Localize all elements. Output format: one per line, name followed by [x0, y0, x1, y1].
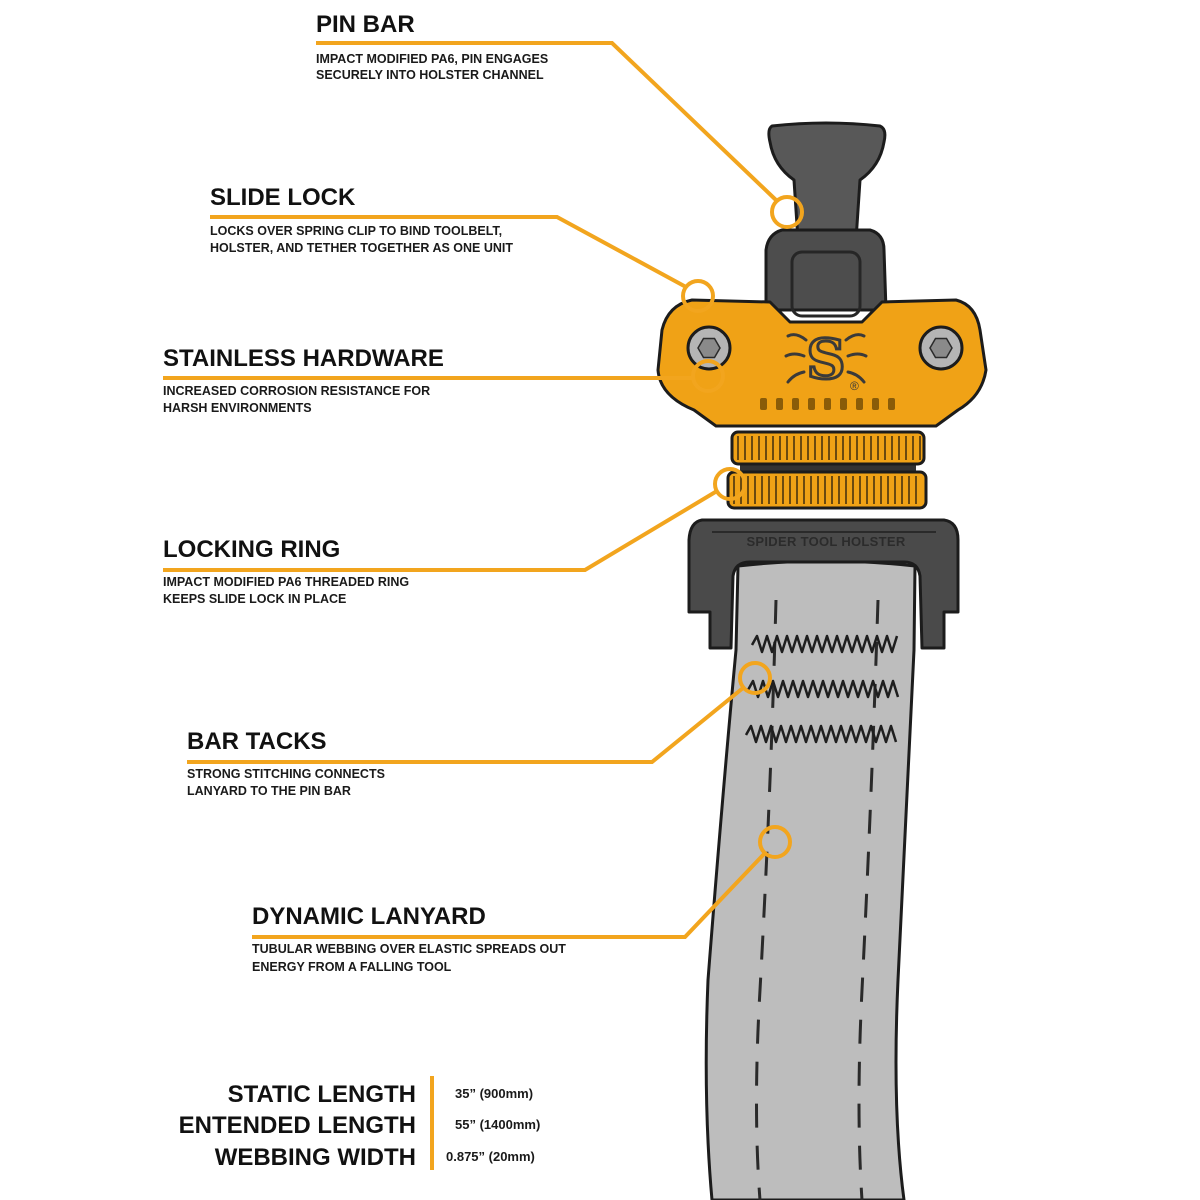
callout-desc-line: LANYARD TO THE PIN BAR	[187, 784, 351, 798]
hardware-bracket	[656, 298, 988, 428]
callout-desc-line: STRONG STITCHING CONNECTS	[187, 767, 385, 781]
callout-marker	[713, 467, 747, 501]
callout-marker	[770, 195, 804, 229]
callout-leader-line	[252, 851, 767, 939]
callout-title: BAR TACKS	[187, 728, 327, 755]
callout-desc-line: HOLSTER, AND TETHER TOGETHER AS ONE UNIT	[210, 241, 513, 255]
callout-desc-line: LOCKS OVER SPRING CLIP TO BIND TOOLBELT,	[210, 224, 502, 238]
bracket-tooth	[760, 398, 767, 410]
callout-desc-line: INCREASED CORROSION RESISTANCE FOR	[163, 384, 430, 398]
callout-locking-ring: LOCKING RING IMPACT MODIFIED PA6 THREADE…	[163, 467, 747, 606]
spec-value: 35” (900mm)	[455, 1086, 533, 1101]
callout-pin-bar: PIN BAR IMPACT MODIFIED PA6, PIN ENGAGES…	[316, 11, 804, 229]
bar-tacks-group	[744, 634, 900, 744]
bracket-teeth	[760, 398, 895, 410]
callout-slide-lock: SLIDE LOCK LOCKS OVER SPRING CLIP TO BIN…	[210, 184, 715, 313]
bar-tack-stitch	[744, 724, 898, 744]
holster-brand-text: SPIDER TOOL HOLSTER	[746, 534, 905, 549]
bracket-tooth	[888, 398, 895, 410]
callout-dynamic-lanyard: DYNAMIC LANYARD TUBULAR WEBBING OVER ELA…	[252, 825, 792, 974]
spec-table: STATIC LENGTH 35” (900mm) ENTENDED LENGT…	[179, 1076, 540, 1171]
screw-left-hex	[697, 337, 721, 359]
callout-bar-tacks: BAR TACKS STRONG STITCHING CONNECTS LANY…	[187, 661, 772, 798]
spec-label: STATIC LENGTH	[228, 1081, 416, 1108]
callout-title: SLIDE LOCK	[210, 184, 356, 211]
spec-value: 55” (1400mm)	[455, 1117, 540, 1132]
tool-tether-illustration: SPIDER TOOL HOLSTER S ®	[656, 121, 988, 1200]
bracket-tooth	[840, 398, 847, 410]
callout-leader-line	[210, 215, 687, 289]
callout-leader-line	[187, 686, 745, 764]
callout-desc-line: ENERGY FROM A FALLING TOOL	[252, 960, 452, 974]
spider-logo: S ®	[784, 326, 868, 393]
callout-marker	[758, 825, 792, 859]
callout-leader-line	[163, 489, 719, 572]
callout-desc-line: SECURELY INTO HOLSTER CHANNEL	[316, 68, 544, 82]
locking-ring-threads	[733, 436, 921, 504]
callout-title: DYNAMIC LANYARD	[252, 903, 486, 930]
callout-title: LOCKING RING	[163, 536, 340, 563]
lanyard-stitch-right	[857, 599, 880, 1200]
callout-stainless-hardware: STAINLESS HARDWARE INCREASED CORROSION R…	[163, 345, 725, 415]
bracket-tooth	[792, 398, 799, 410]
lanyard-stitch-left	[755, 599, 778, 1200]
registered-mark: ®	[850, 379, 859, 393]
bar-tack-stitch	[750, 634, 899, 654]
logo-letter: S	[807, 327, 846, 391]
bracket-tooth	[808, 398, 815, 410]
locking-ring-lower	[726, 470, 928, 510]
callout-marker	[681, 279, 715, 313]
slide-lock-inset	[790, 250, 862, 318]
callout-leader-line	[316, 41, 779, 203]
screw-right-hex	[929, 337, 953, 359]
spec-label: WEBBING WIDTH	[215, 1144, 416, 1171]
spider-leg	[784, 333, 868, 384]
bracket-tooth	[872, 398, 879, 410]
callout-title: STAINLESS HARDWARE	[163, 345, 444, 372]
callout-desc-line: IMPACT MODIFIED PA6 THREADED RING	[163, 575, 409, 589]
callout-desc-line: IMPACT MODIFIED PA6, PIN ENGAGES	[316, 52, 548, 66]
bracket-tooth	[776, 398, 783, 410]
holster-clip	[687, 518, 960, 650]
slide-lock-body	[764, 228, 888, 312]
bracket-tooth	[824, 398, 831, 410]
callout-marker	[738, 661, 772, 695]
callout-desc-line: HARSH ENVIRONMENTS	[163, 401, 312, 415]
callout-marker	[691, 359, 725, 393]
spec-value: 0.875” (20mm)	[446, 1149, 535, 1164]
spec-label: ENTENDED LENGTH	[179, 1112, 416, 1139]
pin-bar	[767, 121, 887, 242]
callout-desc-line: KEEPS SLIDE LOCK IN PLACE	[163, 592, 346, 606]
callout-title: PIN BAR	[316, 11, 415, 38]
bracket-tooth	[856, 398, 863, 410]
callout-desc-line: TUBULAR WEBBING OVER ELASTIC SPREADS OUT	[252, 942, 566, 956]
bar-tack-stitch	[746, 679, 900, 699]
